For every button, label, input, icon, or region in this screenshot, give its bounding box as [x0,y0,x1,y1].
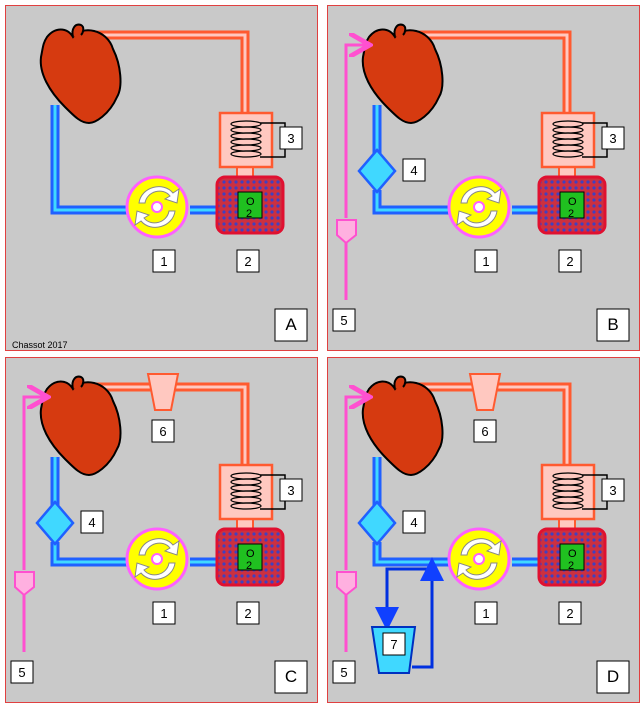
label-heat-exchanger: 3 [601,478,625,502]
label-cardioplegia: 5 [332,308,356,332]
cardioplegia-filter [336,219,357,245]
svg-text:5: 5 [18,665,25,680]
svg-text:5: 5 [340,313,347,328]
svg-text:6: 6 [159,424,166,439]
svg-text:A: A [285,315,297,334]
cardioplegia-line-upper [344,397,367,570]
arterial-line [397,382,572,467]
oxygen-label: O [246,196,255,208]
label-cardioplegia: 5 [10,660,34,684]
oxygen-subscript: 2 [246,208,252,220]
arterial-line [75,382,250,467]
heat-exchanger [218,111,286,169]
label-arterial-filter: 6 [151,419,175,443]
label-pump: 1 [152,249,176,273]
vent-diamond [35,500,75,546]
label-oxygenator: 2 [236,601,260,625]
svg-text:6: 6 [481,424,488,439]
suction-line-up [412,557,444,669]
label-arterial-filter: 6 [473,419,497,443]
panel-letter: D [596,660,630,694]
label-oxygenator: 2 [236,249,260,273]
label-vent: 4 [402,158,426,182]
svg-text:4: 4 [88,515,95,530]
label-oxygenator: 2 [558,249,582,273]
label-heat-exchanger: 3 [601,126,625,150]
cardioplegia-line-upper [22,397,45,570]
svg-text:2: 2 [566,606,573,621]
label-heat-exchanger: 3 [279,478,303,502]
label-oxygenator: 2 [558,601,582,625]
pump-icon [125,527,189,591]
svg-text:7: 7 [390,637,397,652]
svg-text:B: B [607,315,618,334]
oxygen-label: O [568,196,577,208]
vent-diamond [357,500,397,546]
pump-icon [125,175,189,239]
cardioplegia-filter [336,571,357,597]
label-vent: 4 [402,510,426,534]
suction-line-down [375,567,434,631]
arterial-filter [468,373,502,411]
label-heat-exchanger: 3 [279,126,303,150]
pump-icon [447,527,511,591]
credit-text: Chassot 2017 [12,340,68,350]
svg-text:4: 4 [410,515,417,530]
venous-line-lower [50,542,130,567]
oxygen-subscript: 2 [246,560,252,572]
venous-line [50,105,130,215]
oxygenator: O2 [215,527,285,587]
cardioplegia-line-upper [344,45,367,218]
panel-letter: B [596,308,630,342]
venous-line-lower [372,190,452,215]
svg-text:2: 2 [244,606,251,621]
svg-text:C: C [285,667,297,686]
oxygen-subscript: 2 [568,208,574,220]
svg-text:D: D [607,667,619,686]
heat-exchanger [218,463,286,521]
oxygenator: O2 [537,175,607,235]
svg-text:4: 4 [410,163,417,178]
heat-exchanger [540,463,608,521]
label-pump: 1 [152,601,176,625]
oxygen-label: O [246,548,255,560]
arterial-line [75,30,250,115]
arterial-filter [146,373,180,411]
svg-text:3: 3 [609,131,616,146]
label-vent: 4 [80,510,104,534]
svg-text:1: 1 [482,254,489,269]
svg-text:5: 5 [340,665,347,680]
oxygenator: O2 [537,527,607,587]
oxygen-label: O [568,548,577,560]
label-pump: 1 [474,249,498,273]
label-pump: 1 [474,601,498,625]
panel-letter: A [274,308,308,342]
svg-text:3: 3 [287,131,294,146]
svg-text:1: 1 [160,606,167,621]
pump-icon [447,175,511,239]
vent-diamond [357,148,397,194]
svg-text:3: 3 [287,483,294,498]
svg-text:3: 3 [609,483,616,498]
heat-exchanger [540,111,608,169]
oxygen-subscript: 2 [568,560,574,572]
svg-text:2: 2 [244,254,251,269]
cardioplegia-filter [14,571,35,597]
arterial-line [397,30,572,115]
label-reservoir: 7 [382,632,406,656]
svg-text:1: 1 [160,254,167,269]
label-cardioplegia: 5 [332,660,356,684]
panel-letter: C [274,660,308,694]
oxygenator: O2 [215,175,285,235]
svg-text:1: 1 [482,606,489,621]
svg-text:2: 2 [566,254,573,269]
